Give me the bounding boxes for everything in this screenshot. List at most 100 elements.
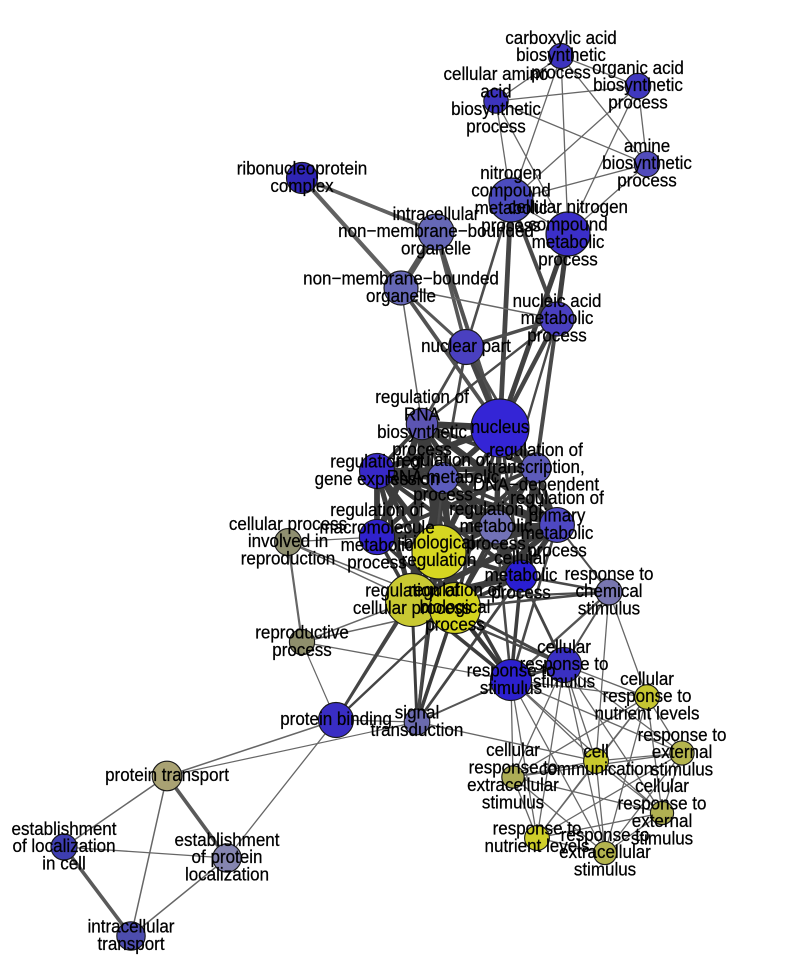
svg-text:cell: cell bbox=[583, 741, 609, 762]
svg-text:biosynthetic: biosynthetic bbox=[593, 75, 683, 96]
svg-text:process: process bbox=[531, 62, 591, 83]
svg-text:ribonucleoprotein: ribonucleoprotein bbox=[237, 158, 367, 179]
svg-text:transport: transport bbox=[97, 933, 164, 954]
svg-text:biosynthetic: biosynthetic bbox=[451, 98, 541, 119]
svg-text:cellular: cellular bbox=[537, 636, 591, 657]
svg-text:protein binding: protein binding bbox=[280, 709, 392, 730]
svg-text:regulation of: regulation of bbox=[375, 387, 469, 408]
svg-text:nitrogen: nitrogen bbox=[480, 163, 541, 184]
svg-text:process: process bbox=[347, 552, 407, 573]
svg-text:process: process bbox=[466, 116, 526, 137]
svg-text:primary: primary bbox=[529, 505, 586, 526]
svg-text:stimulus: stimulus bbox=[631, 828, 694, 849]
svg-text:metabolic: metabolic bbox=[460, 516, 533, 537]
svg-text:DNA−dependent: DNA−dependent bbox=[473, 474, 599, 495]
svg-text:organic acid: organic acid bbox=[592, 57, 684, 78]
svg-text:stimulus: stimulus bbox=[533, 671, 596, 692]
svg-text:nutrient levels: nutrient levels bbox=[485, 835, 590, 856]
svg-text:process: process bbox=[538, 249, 598, 270]
svg-text:metabolic: metabolic bbox=[485, 565, 558, 586]
svg-text:response to: response to bbox=[561, 824, 650, 845]
svg-text:process: process bbox=[413, 484, 473, 505]
svg-text:cellular process: cellular process bbox=[229, 513, 347, 534]
svg-text:nuclear part: nuclear part bbox=[421, 336, 511, 357]
svg-text:response to: response to bbox=[493, 818, 582, 839]
svg-text:transduction: transduction bbox=[371, 719, 464, 740]
svg-text:biosynthetic: biosynthetic bbox=[516, 45, 606, 66]
svg-text:regulation of: regulation of bbox=[330, 451, 424, 472]
svg-text:protein transport: protein transport bbox=[105, 765, 229, 786]
svg-text:in cell: in cell bbox=[42, 853, 85, 874]
svg-text:organelle: organelle bbox=[366, 285, 436, 306]
svg-text:stimulus: stimulus bbox=[578, 598, 641, 619]
svg-text:regulation of: regulation of bbox=[489, 439, 583, 460]
svg-text:reproduction: reproduction bbox=[241, 548, 336, 569]
svg-text:communication: communication bbox=[539, 758, 653, 779]
svg-text:regulation of: regulation of bbox=[408, 579, 502, 600]
svg-text:regulation of: regulation of bbox=[510, 488, 604, 509]
svg-text:response to: response to bbox=[618, 793, 707, 814]
svg-text:metabolic: metabolic bbox=[521, 308, 594, 329]
svg-text:biological: biological bbox=[420, 597, 491, 618]
svg-text:RNA: RNA bbox=[404, 404, 440, 425]
svg-text:response to: response to bbox=[565, 563, 654, 584]
svg-text:process: process bbox=[527, 540, 587, 561]
svg-text:process: process bbox=[481, 215, 541, 236]
svg-text:nucleic acid: nucleic acid bbox=[513, 290, 602, 311]
svg-text:transcription,: transcription, bbox=[487, 457, 584, 478]
svg-text:stimulus: stimulus bbox=[651, 759, 714, 780]
svg-text:regulation of: regulation of bbox=[365, 580, 459, 601]
svg-text:regulation of: regulation of bbox=[396, 449, 490, 470]
svg-text:metabolic: metabolic bbox=[341, 534, 414, 555]
svg-text:extracellular: extracellular bbox=[467, 774, 559, 795]
svg-text:chemical: chemical bbox=[575, 581, 642, 602]
svg-text:stimulus: stimulus bbox=[482, 792, 545, 813]
svg-text:intracellular: intracellular bbox=[393, 203, 480, 224]
svg-text:stimulus: stimulus bbox=[574, 859, 637, 880]
svg-text:external: external bbox=[632, 810, 693, 831]
svg-text:nutrient levels: nutrient levels bbox=[595, 703, 700, 724]
svg-text:involved in: involved in bbox=[248, 531, 328, 552]
svg-text:cellular: cellular bbox=[635, 776, 689, 797]
svg-text:cellular amino: cellular amino bbox=[444, 64, 549, 85]
svg-text:process: process bbox=[466, 533, 526, 554]
svg-text:macromolecule: macromolecule bbox=[319, 517, 434, 538]
svg-text:signal: signal bbox=[395, 702, 439, 723]
svg-text:response to: response to bbox=[603, 686, 692, 707]
svg-text:cellular: cellular bbox=[494, 547, 548, 568]
svg-text:stimulus: stimulus bbox=[480, 677, 543, 698]
svg-text:non−membrane−bounded: non−membrane−bounded bbox=[303, 268, 499, 289]
svg-text:regulation: regulation bbox=[402, 549, 477, 570]
svg-text:localization: localization bbox=[185, 864, 269, 885]
svg-text:compound: compound bbox=[471, 180, 550, 201]
svg-text:process: process bbox=[491, 582, 551, 603]
svg-text:metabolic: metabolic bbox=[521, 522, 594, 543]
svg-text:regulation of: regulation of bbox=[449, 498, 543, 519]
svg-text:extracellular: extracellular bbox=[559, 842, 651, 863]
svg-text:reproductive: reproductive bbox=[255, 622, 349, 643]
svg-text:cellular: cellular bbox=[486, 740, 540, 761]
svg-text:carboxylic acid: carboxylic acid bbox=[505, 27, 617, 48]
svg-text:nucleus: nucleus bbox=[471, 417, 530, 438]
svg-text:complex: complex bbox=[270, 175, 333, 196]
svg-text:establishment: establishment bbox=[12, 818, 117, 839]
svg-text:cellular nitrogen: cellular nitrogen bbox=[508, 197, 628, 218]
svg-text:RNA metabolic: RNA metabolic bbox=[387, 467, 500, 488]
svg-text:organelle: organelle bbox=[401, 238, 471, 259]
svg-text:external: external bbox=[652, 742, 713, 763]
svg-text:process: process bbox=[617, 170, 677, 191]
svg-text:acid: acid bbox=[480, 81, 511, 102]
svg-text:of protein: of protein bbox=[192, 847, 263, 868]
svg-text:establishment: establishment bbox=[175, 829, 280, 850]
svg-text:response to: response to bbox=[467, 660, 556, 681]
svg-text:process: process bbox=[392, 439, 452, 460]
svg-text:of localization: of localization bbox=[12, 836, 115, 857]
svg-text:amine: amine bbox=[624, 135, 670, 156]
svg-text:response to: response to bbox=[520, 654, 609, 675]
svg-text:response to: response to bbox=[469, 757, 558, 778]
svg-text:gene expression: gene expression bbox=[315, 468, 440, 489]
svg-text:metabolic: metabolic bbox=[475, 197, 548, 218]
svg-text:process: process bbox=[425, 614, 485, 635]
svg-text:compound: compound bbox=[528, 214, 607, 235]
svg-text:process: process bbox=[527, 325, 587, 346]
